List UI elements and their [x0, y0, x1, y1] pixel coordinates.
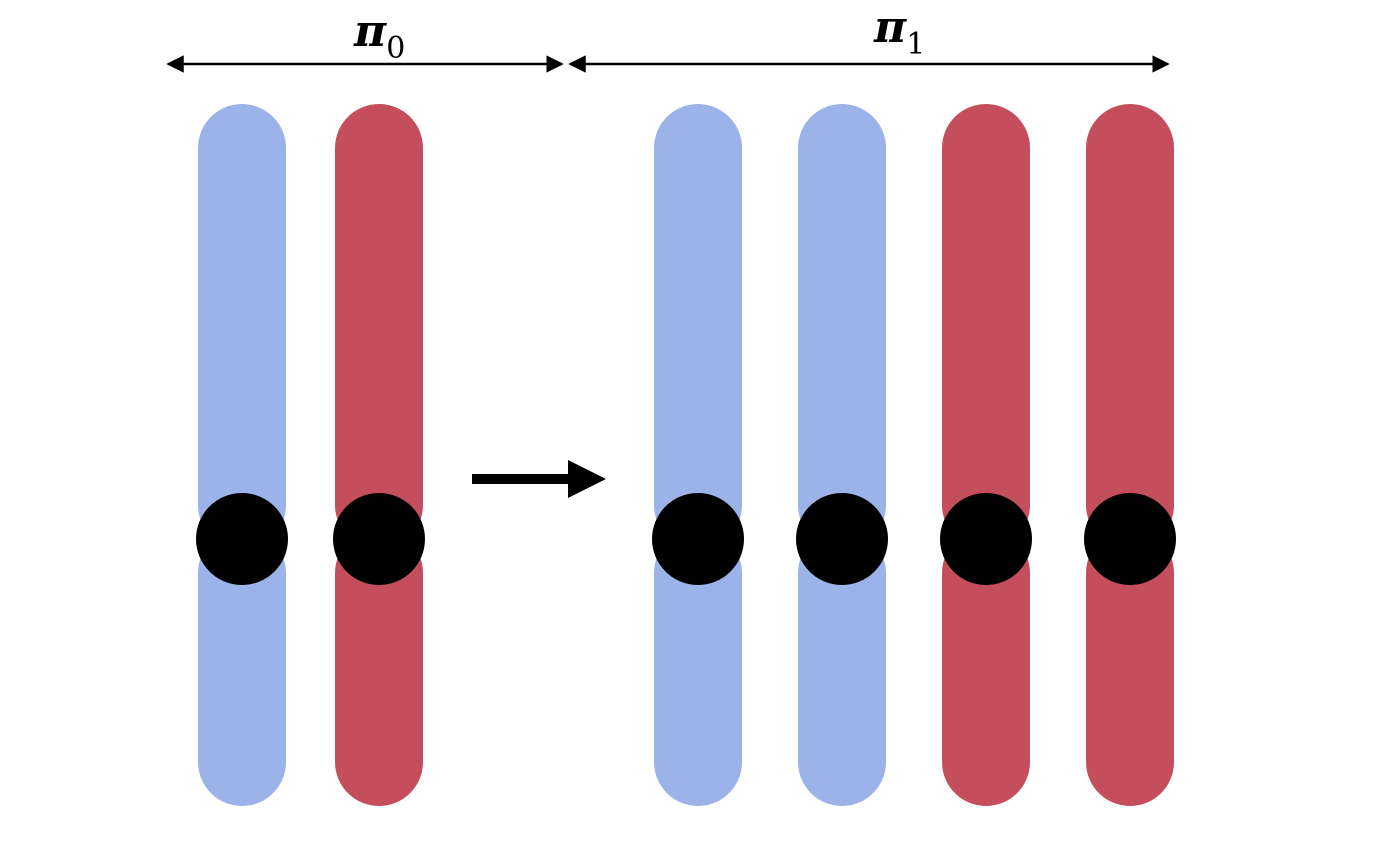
chromosome-upper-arm: [335, 104, 423, 549]
chromosome-upper-arm: [198, 104, 286, 549]
chromosome-upper-arm: [942, 104, 1030, 549]
pi1-chromosome-blue: [652, 104, 744, 806]
chromosome-lower-arm: [654, 529, 742, 806]
chromosome-lower-arm: [798, 529, 886, 806]
centromere: [333, 493, 425, 585]
transition-arrow: [472, 460, 606, 498]
pi0-span: π0: [166, 6, 564, 73]
pi0-label: π0: [353, 6, 405, 66]
chromosome-lower-arm: [335, 529, 423, 806]
centromere: [796, 493, 888, 585]
centromere: [652, 493, 744, 585]
chromosome-lower-arm: [198, 529, 286, 806]
pi1-chromosome-red: [1084, 104, 1176, 806]
pi1-label: π1: [873, 2, 925, 62]
pi1-span: π1: [568, 2, 1170, 73]
chromosome-lower-arm: [942, 529, 1030, 806]
chromosome-lower-arm: [1086, 529, 1174, 806]
transition-arrow-shaft: [472, 474, 572, 484]
pi1-chromosome-red: [940, 104, 1032, 806]
chromosome-upper-arm: [1086, 104, 1174, 549]
pi0-chromosome-blue: [196, 104, 288, 806]
chromosome-upper-arm: [798, 104, 886, 549]
chromosome-upper-arm: [654, 104, 742, 549]
centromere: [196, 493, 288, 585]
pi0-chromosomes: [196, 104, 425, 806]
transition-arrow-head: [568, 460, 606, 498]
centromere: [1084, 493, 1176, 585]
centromere: [940, 493, 1032, 585]
pi0-chromosome-red: [333, 104, 425, 806]
pi1-chromosomes: [652, 104, 1176, 806]
pi1-chromosome-blue: [796, 104, 888, 806]
